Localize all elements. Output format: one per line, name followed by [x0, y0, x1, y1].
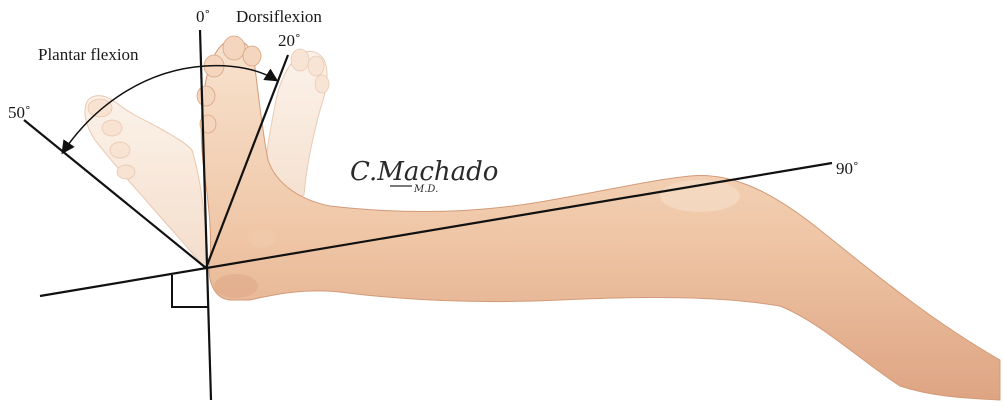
- zero-degree-label: 0˚: [196, 7, 210, 26]
- right-angle-marker: [172, 275, 208, 307]
- fifty-degree-label: 50˚: [8, 103, 31, 122]
- svg-text:C.Machado: C.Machado: [350, 157, 498, 187]
- foot-plantarflexed-illustration: [85, 96, 208, 268]
- artist-signature: C.Machado M.D.: [350, 157, 498, 195]
- twenty-degree-label: 20˚: [278, 31, 301, 50]
- svg-text:M.D.: M.D.: [413, 184, 438, 195]
- ninety-degree-label: 90˚: [836, 159, 859, 178]
- plantar-flexion-label: Plantar flexion: [38, 45, 139, 64]
- dorsiflexion-label: Dorsiflexion: [236, 7, 322, 26]
